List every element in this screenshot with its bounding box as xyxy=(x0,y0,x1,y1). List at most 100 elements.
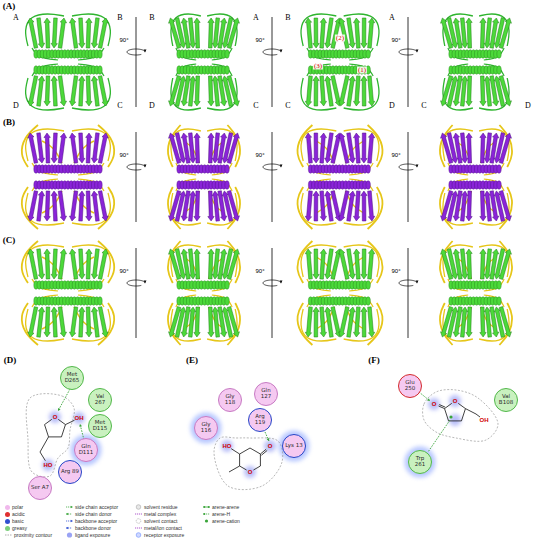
legend-swatch xyxy=(5,512,10,517)
loop-coil xyxy=(307,179,331,191)
panel-letter: (F) xyxy=(368,356,380,365)
residue-name: Glu 250 xyxy=(400,380,420,392)
beta-strand xyxy=(499,133,511,164)
loop-tail xyxy=(98,187,114,229)
helix-turn xyxy=(225,297,229,305)
beta-strand xyxy=(86,249,92,279)
beta-strand xyxy=(313,249,319,279)
chain-label: D xyxy=(389,102,395,110)
beta-strand xyxy=(441,133,453,164)
beta-strand xyxy=(441,191,453,222)
bond-line xyxy=(458,403,465,408)
helix-turn xyxy=(225,165,229,173)
beta-strand xyxy=(305,18,312,48)
residue-disc: Val B108 xyxy=(494,388,518,412)
beta-strand xyxy=(361,18,367,48)
bond-line xyxy=(250,448,260,454)
loop-tail xyxy=(98,125,114,167)
beta-strand xyxy=(98,307,108,337)
chain-label: A xyxy=(13,14,19,22)
legend-text: arene-H xyxy=(212,512,230,517)
beta-strand xyxy=(305,76,312,106)
loop-coil xyxy=(78,163,104,175)
loop-coil xyxy=(484,48,504,60)
atom-label: HO xyxy=(44,462,53,468)
residue-name: Arg 89 xyxy=(60,469,80,475)
bond-line xyxy=(65,420,74,424)
rotation-symbol xyxy=(263,17,282,107)
beta-strand xyxy=(227,307,239,338)
beta-strand xyxy=(227,249,239,280)
legend-item: arene-cation xyxy=(203,518,240,524)
helix-turn xyxy=(225,281,229,289)
atom-label: HO xyxy=(223,443,232,449)
sidechain-hbond-head xyxy=(427,398,430,401)
loop-coil xyxy=(484,279,504,291)
loop-coil xyxy=(484,295,504,307)
legend-item: proximity contour xyxy=(5,532,52,538)
beta-strand xyxy=(441,307,453,338)
beta-strand xyxy=(499,191,511,222)
legend-swatch xyxy=(5,505,10,510)
rotation-arrowhead xyxy=(280,50,283,53)
beta-strand xyxy=(28,249,38,279)
legend-icon-dot xyxy=(203,513,205,515)
bond-line xyxy=(58,419,65,424)
chain-label: D xyxy=(525,102,531,110)
beta-strand xyxy=(499,249,511,280)
protein-ribbon xyxy=(441,14,512,110)
beta-strand xyxy=(368,191,375,221)
beta-strand xyxy=(305,249,312,279)
beta-strand xyxy=(313,191,319,221)
beta-strand xyxy=(79,18,85,48)
bond-line xyxy=(45,425,49,437)
sidechain-hbond xyxy=(58,389,70,411)
bond-line xyxy=(45,419,52,424)
rotation-arrow xyxy=(399,164,417,170)
ligand-exposure xyxy=(49,411,61,423)
protein-ribbon xyxy=(440,125,512,229)
beta-strand xyxy=(313,133,319,163)
legend-icon-dot xyxy=(136,519,141,524)
protein-ribbon xyxy=(168,241,240,345)
beta-strand xyxy=(320,76,327,106)
rotation-symbol xyxy=(263,248,282,338)
rotation-angle: 90° xyxy=(119,37,128,43)
residue-name: Arg 119 xyxy=(250,414,270,426)
legend-text: receptor exposure xyxy=(144,533,184,538)
loop-coil xyxy=(32,163,58,175)
beta-strand xyxy=(37,76,45,106)
legend-icon-line xyxy=(66,528,72,529)
legend-text: polar xyxy=(12,505,23,510)
helix-turn xyxy=(497,181,501,189)
rotation-arrowhead xyxy=(280,165,283,168)
beta-strand xyxy=(313,307,319,337)
beta-strand xyxy=(69,307,77,337)
beta-strand xyxy=(51,191,57,221)
sidechain-hbond xyxy=(419,392,430,401)
rotation-arrow xyxy=(263,164,281,170)
arene-centroid xyxy=(449,415,452,418)
loop-coil xyxy=(349,64,373,76)
rotation-angle: 90° xyxy=(119,268,128,274)
helix-turn xyxy=(98,181,102,189)
residue-name: Trp 261 xyxy=(410,456,430,468)
legend-item: basic xyxy=(5,518,24,524)
loop-coil xyxy=(78,64,104,76)
panel-letter: (D) xyxy=(4,356,17,365)
proximity-contour xyxy=(214,437,283,490)
loop-coil xyxy=(349,295,373,307)
beta-strand xyxy=(69,249,77,279)
legend-text: solvent contact xyxy=(144,519,177,524)
beta-strand xyxy=(313,18,319,48)
rotation-arrow xyxy=(263,280,281,286)
atom-label: O xyxy=(453,398,458,404)
bond-line xyxy=(240,448,250,454)
loop-tail xyxy=(98,303,114,345)
legend-item: side chain donor xyxy=(66,511,112,517)
protein-ribbon xyxy=(168,125,240,229)
beta-strand xyxy=(227,191,239,222)
loop-coil xyxy=(212,64,232,76)
legend-icon xyxy=(203,511,210,517)
